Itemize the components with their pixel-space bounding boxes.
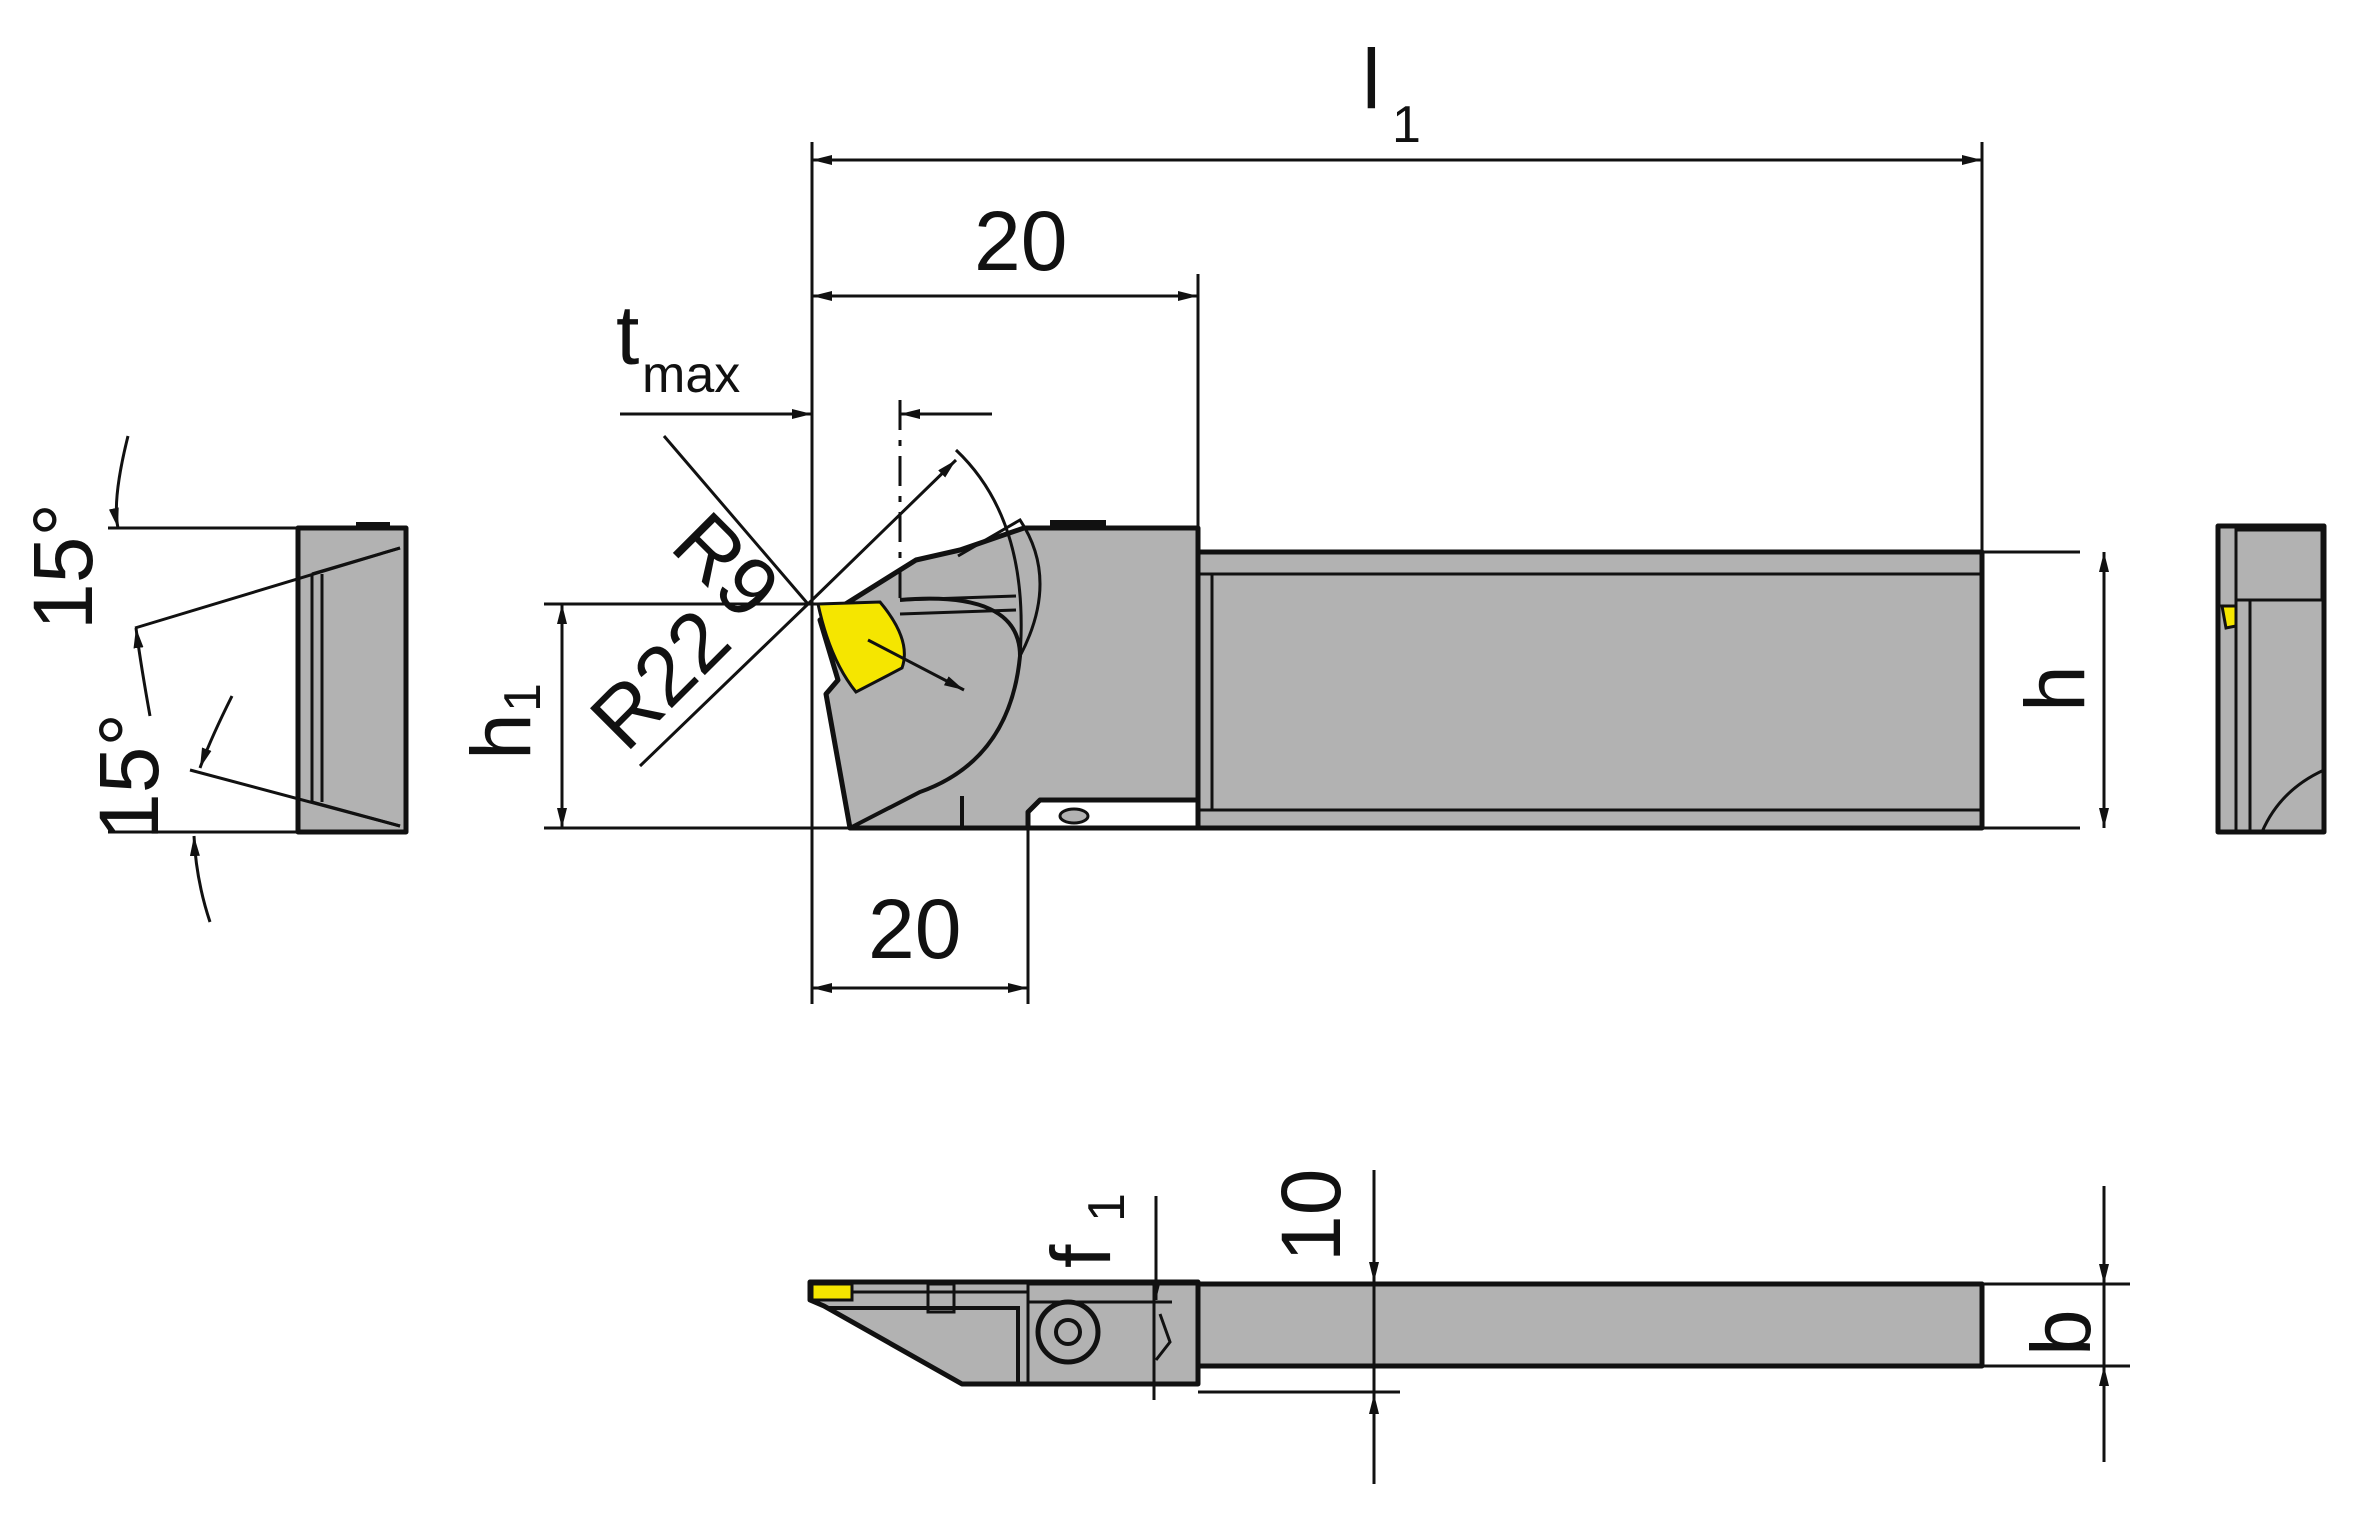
head-clamp bbox=[1050, 520, 1106, 530]
f1-edge bbox=[1154, 1313, 1172, 1361]
screw-hex-icon bbox=[1054, 1318, 1082, 1346]
coolant-hole bbox=[1058, 807, 1090, 825]
angle-label-bottom: 15° bbox=[82, 713, 176, 840]
l1-label: l bbox=[1362, 32, 1381, 126]
top-head bbox=[807, 1279, 1201, 1387]
tmax-label: t bbox=[616, 288, 639, 382]
head-step bbox=[1026, 798, 1198, 814]
left-end-view: 15° 15° bbox=[16, 435, 409, 923]
dim-10-label: 10 bbox=[1264, 1169, 1358, 1262]
r22-arrow bbox=[867, 638, 965, 692]
r22-leader bbox=[638, 602, 810, 768]
left-view-body bbox=[295, 525, 409, 835]
groove-line-1 bbox=[899, 594, 1017, 602]
main-side-view: R9 R22 l 1 20 t max h 1 h 20 bbox=[454, 32, 2109, 1004]
angle-arc-top-a bbox=[108, 435, 130, 529]
b-label: b bbox=[2014, 1309, 2108, 1356]
angle-label-top: 15° bbox=[16, 503, 110, 630]
r9-arc bbox=[954, 448, 1023, 657]
dim-20-top-label: 20 bbox=[974, 194, 1067, 288]
dim-20-bottom-label: 20 bbox=[868, 882, 961, 976]
top-view: f 1 10 b bbox=[807, 1169, 2130, 1484]
right-view-arc bbox=[2260, 768, 2325, 833]
r9-arrow bbox=[806, 458, 958, 606]
h-label: h bbox=[2008, 665, 2102, 712]
top-head-edge bbox=[826, 1306, 1020, 1384]
l1-sub: 1 bbox=[1392, 96, 1421, 154]
pocket-curve bbox=[849, 596, 1023, 830]
left-view-clamp bbox=[356, 522, 390, 530]
angle-arc-bottom-a bbox=[198, 695, 234, 769]
left-angle-ray-top bbox=[134, 546, 401, 630]
f1-label: f bbox=[1034, 1244, 1128, 1268]
top-slot bbox=[926, 1282, 956, 1314]
h1-label: h bbox=[454, 713, 548, 760]
angle-arc-bottom-b bbox=[189, 835, 212, 923]
shank-body bbox=[1195, 549, 1985, 831]
h1-sub: 1 bbox=[494, 683, 552, 712]
right-view-clamp bbox=[2234, 528, 2324, 602]
right-end-view bbox=[2215, 523, 2327, 835]
pocket-outer-arc bbox=[957, 517, 1042, 657]
right-view-body bbox=[2215, 523, 2327, 835]
yellow-insert bbox=[816, 600, 906, 694]
angle-arc-top-b bbox=[133, 627, 152, 717]
right-view-insert bbox=[2220, 604, 2238, 630]
f1-sub: 1 bbox=[1078, 1193, 1136, 1222]
groove-line-2 bbox=[899, 608, 1017, 616]
left-angle-ray-bottom bbox=[189, 768, 401, 828]
top-shank bbox=[1195, 1281, 1985, 1369]
top-insert bbox=[810, 1282, 854, 1302]
tmax-sub: max bbox=[642, 346, 740, 404]
r9-leader bbox=[662, 435, 810, 605]
top-screw-block bbox=[1026, 1282, 1200, 1386]
